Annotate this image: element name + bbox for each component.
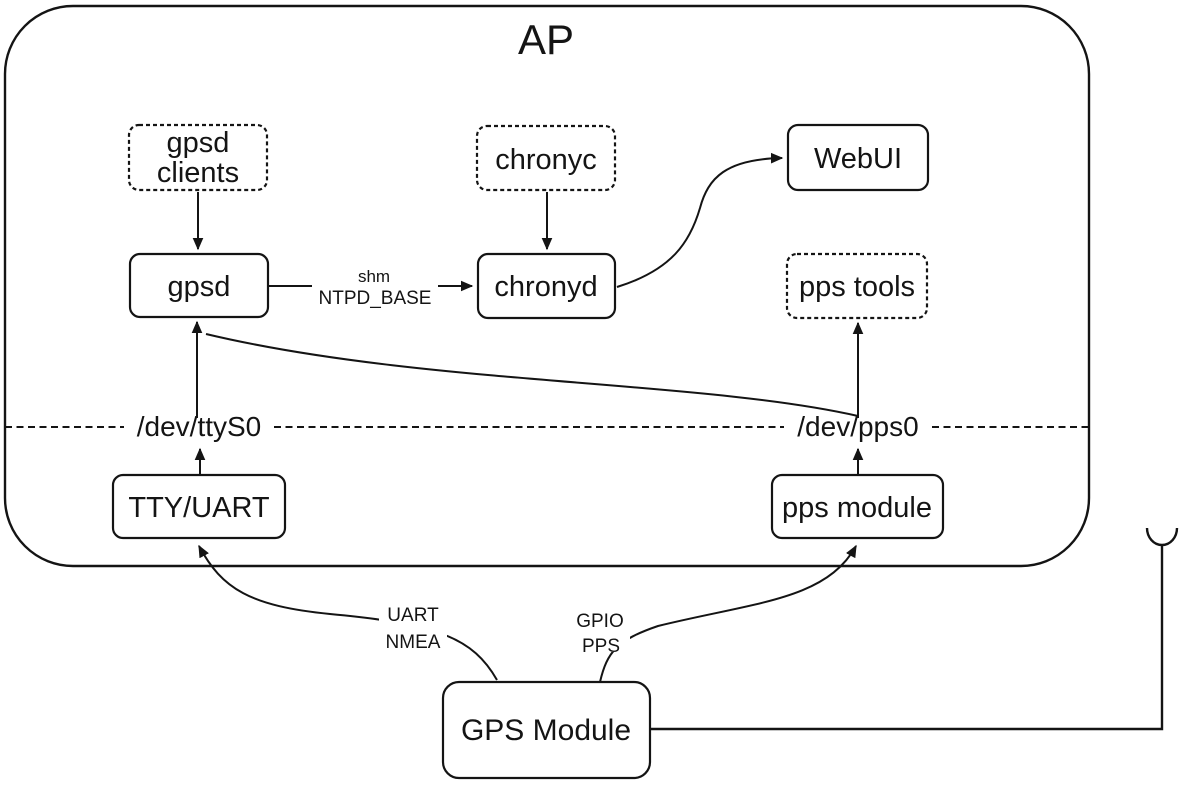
device-file-serial-label: /dev/ttyS0 [137, 411, 262, 442]
chronyc-label: chronyc [495, 144, 597, 176]
tty-uart-label: TTY/UART [128, 492, 270, 524]
node-gpsd: gpsd [128, 252, 270, 319]
uart-edge-label-line1: UART [387, 605, 439, 626]
shm-edge-label-line1: shm [358, 267, 390, 286]
webui-label: WebUI [814, 143, 902, 175]
gpsd-label: gpsd [168, 271, 231, 303]
webui-box [786, 123, 930, 192]
chronyc-box [475, 124, 617, 192]
node-pps-tools: pps tools [785, 252, 929, 320]
edge-devpps0-to-gpsd-curve [205, 333, 859, 417]
antenna-feed-line [651, 544, 1164, 731]
node-tty-uart: TTY/UART [111, 473, 287, 540]
edge-gpsmodule-to-ppsmodule [599, 544, 857, 683]
gpio-label-background [570, 606, 630, 652]
pps-module-label: pps module [782, 492, 932, 524]
tty-uart-box [111, 473, 287, 540]
uart-edge-label-line2: NMEA [386, 632, 441, 653]
gpsd-box [128, 252, 270, 319]
node-chronyd: chronyd [476, 252, 617, 320]
gpio-edge-label-line2: PPS [582, 636, 620, 657]
node-webui: WebUI [786, 123, 930, 192]
ap-title: AP [518, 16, 574, 63]
node-gps-module: GPS Module [441, 680, 652, 780]
uart-label-background [379, 601, 447, 653]
antenna-icon [1145, 527, 1179, 547]
gps-module-label: GPS Module [461, 714, 631, 747]
node-pps-module: pps module [770, 473, 945, 540]
node-chronyc: chronyc [475, 124, 617, 192]
edge-chronyd-to-webui [616, 152, 784, 288]
chronyd-label: chronyd [494, 271, 597, 303]
node-gpsd-clients: gpsd clients [127, 123, 269, 192]
gpio-edge-label-line1: GPIO [576, 611, 624, 632]
pps-tools-label: pps tools [799, 271, 915, 303]
pps-module-box [770, 473, 945, 540]
shm-label-background [312, 262, 438, 308]
pps-tools-box [785, 252, 929, 320]
edge-gpsmodule-to-ttyuart [198, 544, 498, 681]
shm-edge-label-line2: NTPD_BASE [319, 288, 432, 309]
ap-container-box [3, 4, 1091, 568]
gpsd-clients-label-line1: gpsd [167, 127, 230, 159]
gps-module-box [441, 680, 652, 780]
gpsd-clients-box [127, 123, 269, 192]
chronyd-box [476, 252, 617, 320]
gpsd-clients-label-line2: clients [157, 157, 239, 189]
